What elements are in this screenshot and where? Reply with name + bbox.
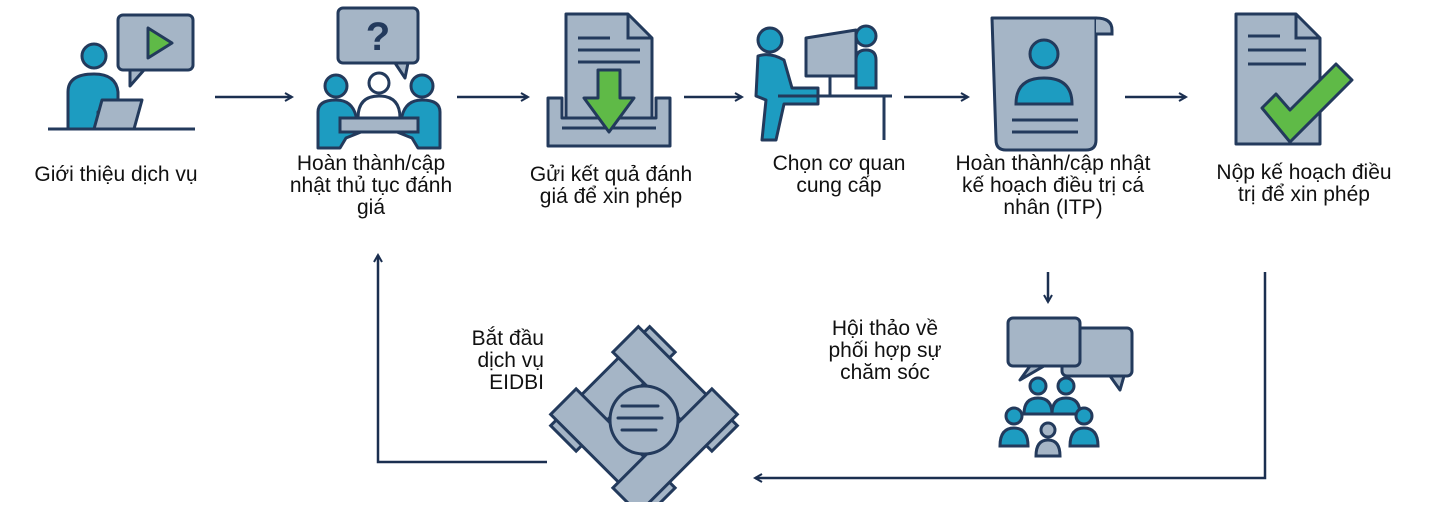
document-check-icon [1234,12,1354,146]
profile-scroll-icon [990,16,1114,152]
step-label-assess: Hoàn thành/cập nhật thủ tục đánh giá [289,152,453,219]
loop-line-left [378,255,547,464]
loop-label-start: Bắt đầu dịch vụ EIDBI [471,327,544,394]
flow-arrows [215,97,1267,478]
person-at-desk-icon [754,24,892,142]
meeting-question-icon: ? [316,6,442,150]
video-presentation-icon [48,13,195,131]
svg-text:?: ? [366,15,390,59]
document-download-icon [546,12,672,148]
step-label-choose-provider: Chọn cơ quan cung cấp [772,152,906,197]
step-label-submit-plan: Nộp kế hoạch điều trị để xin phép [1216,161,1392,206]
step-label-intro: Giới thiệu dịch vụ [34,163,198,186]
loop-line-right [755,272,1267,478]
group-discussion-icon [998,316,1134,458]
loop-label-conference: Hội thảo về phối hợp sự chăm sóc [828,317,942,384]
step-label-submit-results: Gửi kết quả đánh giá để xin phép [529,163,693,208]
hands-together-icon [548,324,740,507]
step-label-itp: Hoàn thành/cập nhật kế hoạch điều trị cá… [955,152,1151,219]
